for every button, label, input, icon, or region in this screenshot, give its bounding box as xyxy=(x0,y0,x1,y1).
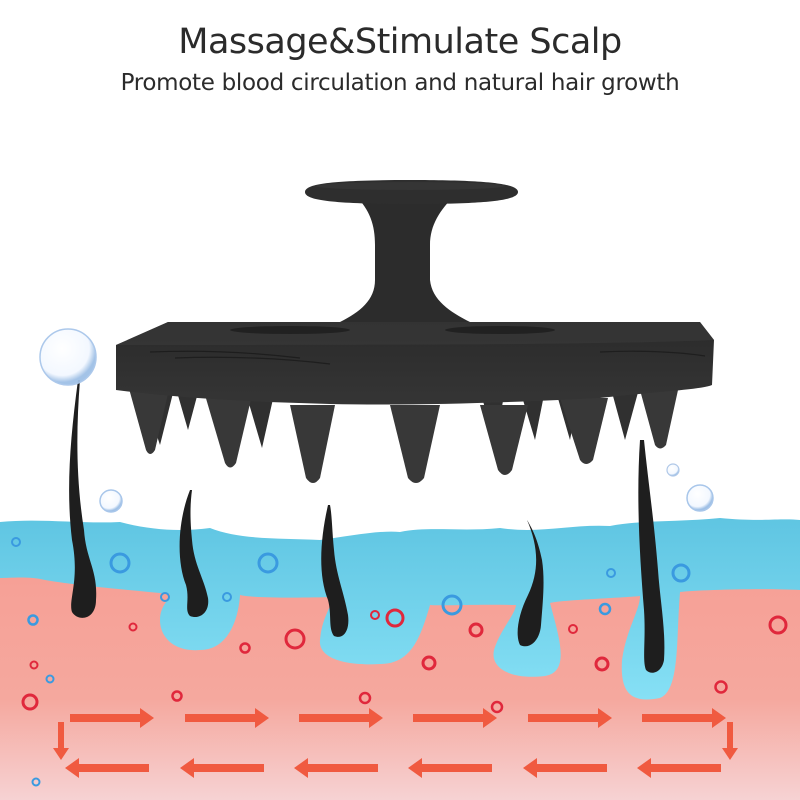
scalp-massager xyxy=(116,180,714,483)
flow-arrows-down xyxy=(53,722,738,760)
banner-title: Massage&Stimulate Scalp xyxy=(178,22,622,62)
epidermis-layer xyxy=(0,518,800,700)
water-bubbles xyxy=(39,328,714,513)
banner-subtitle: Promote blood circulation and natural ha… xyxy=(120,70,680,96)
hair-follicles xyxy=(69,380,665,673)
red-blood-cells xyxy=(21,608,788,714)
flow-arrows-right xyxy=(70,708,726,728)
blue-cells xyxy=(11,537,691,787)
flow-arrows-left xyxy=(65,758,721,778)
